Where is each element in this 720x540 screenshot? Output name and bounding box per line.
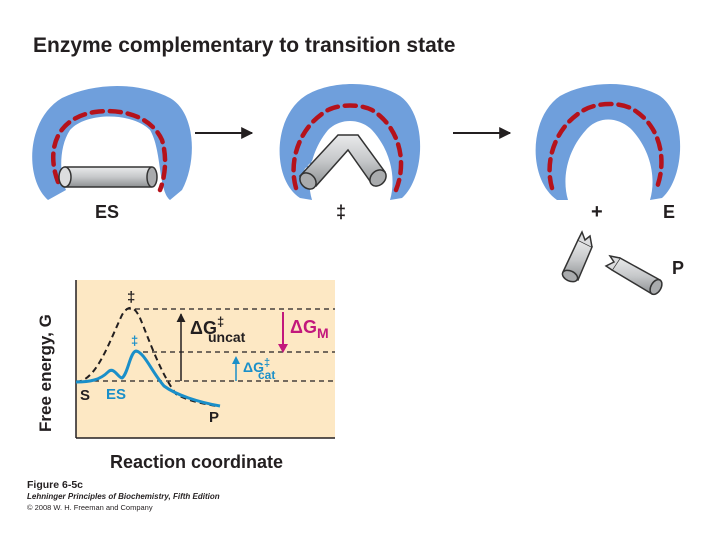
product-fragment-right [604, 254, 663, 296]
substrate-rod-straight [58, 166, 158, 188]
label-es-plot: ES [106, 386, 126, 403]
label-product: P [672, 258, 684, 278]
catalyzed-curve [75, 349, 221, 408]
copyright: © 2008 W. H. Freeman and Company [27, 503, 153, 512]
label-p-plot: P [209, 409, 219, 426]
book-title: Lehninger Principles of Biochemistry, Fi… [27, 492, 220, 501]
enzyme-free [535, 84, 681, 200]
product-fragment-left [561, 230, 593, 283]
label-ts-uncat: ‡ [127, 289, 135, 306]
delta-g-uncat-label: ΔG‡uncat [190, 314, 246, 345]
delta-g-m-label: ΔGM [290, 317, 329, 341]
figure-title: Enzyme complementary to transition state [33, 34, 455, 57]
x-axis-title: Reaction coordinate [110, 452, 283, 472]
enzyme-transition-state [279, 84, 421, 200]
label-plus: + [591, 201, 603, 223]
y-axis-title: Free energy, G [36, 314, 55, 432]
enzyme-es [32, 86, 192, 200]
label-s: S [80, 387, 90, 404]
substrate-rod-bent [298, 134, 387, 190]
label-transition-state: ‡ [336, 202, 346, 222]
plot-background [76, 280, 335, 438]
label-enzyme: E [663, 202, 675, 222]
delta-g-cat-label: ΔG‡cat [243, 357, 275, 382]
label-ts-cat: ‡ [131, 333, 138, 348]
energy-diagram: ‡ ‡ S ES P ΔG‡uncat ΔGM ΔG‡cat Free ener… [36, 280, 335, 472]
label-es: ES [95, 202, 119, 222]
figure-number: Figure 6-5c [27, 479, 83, 491]
